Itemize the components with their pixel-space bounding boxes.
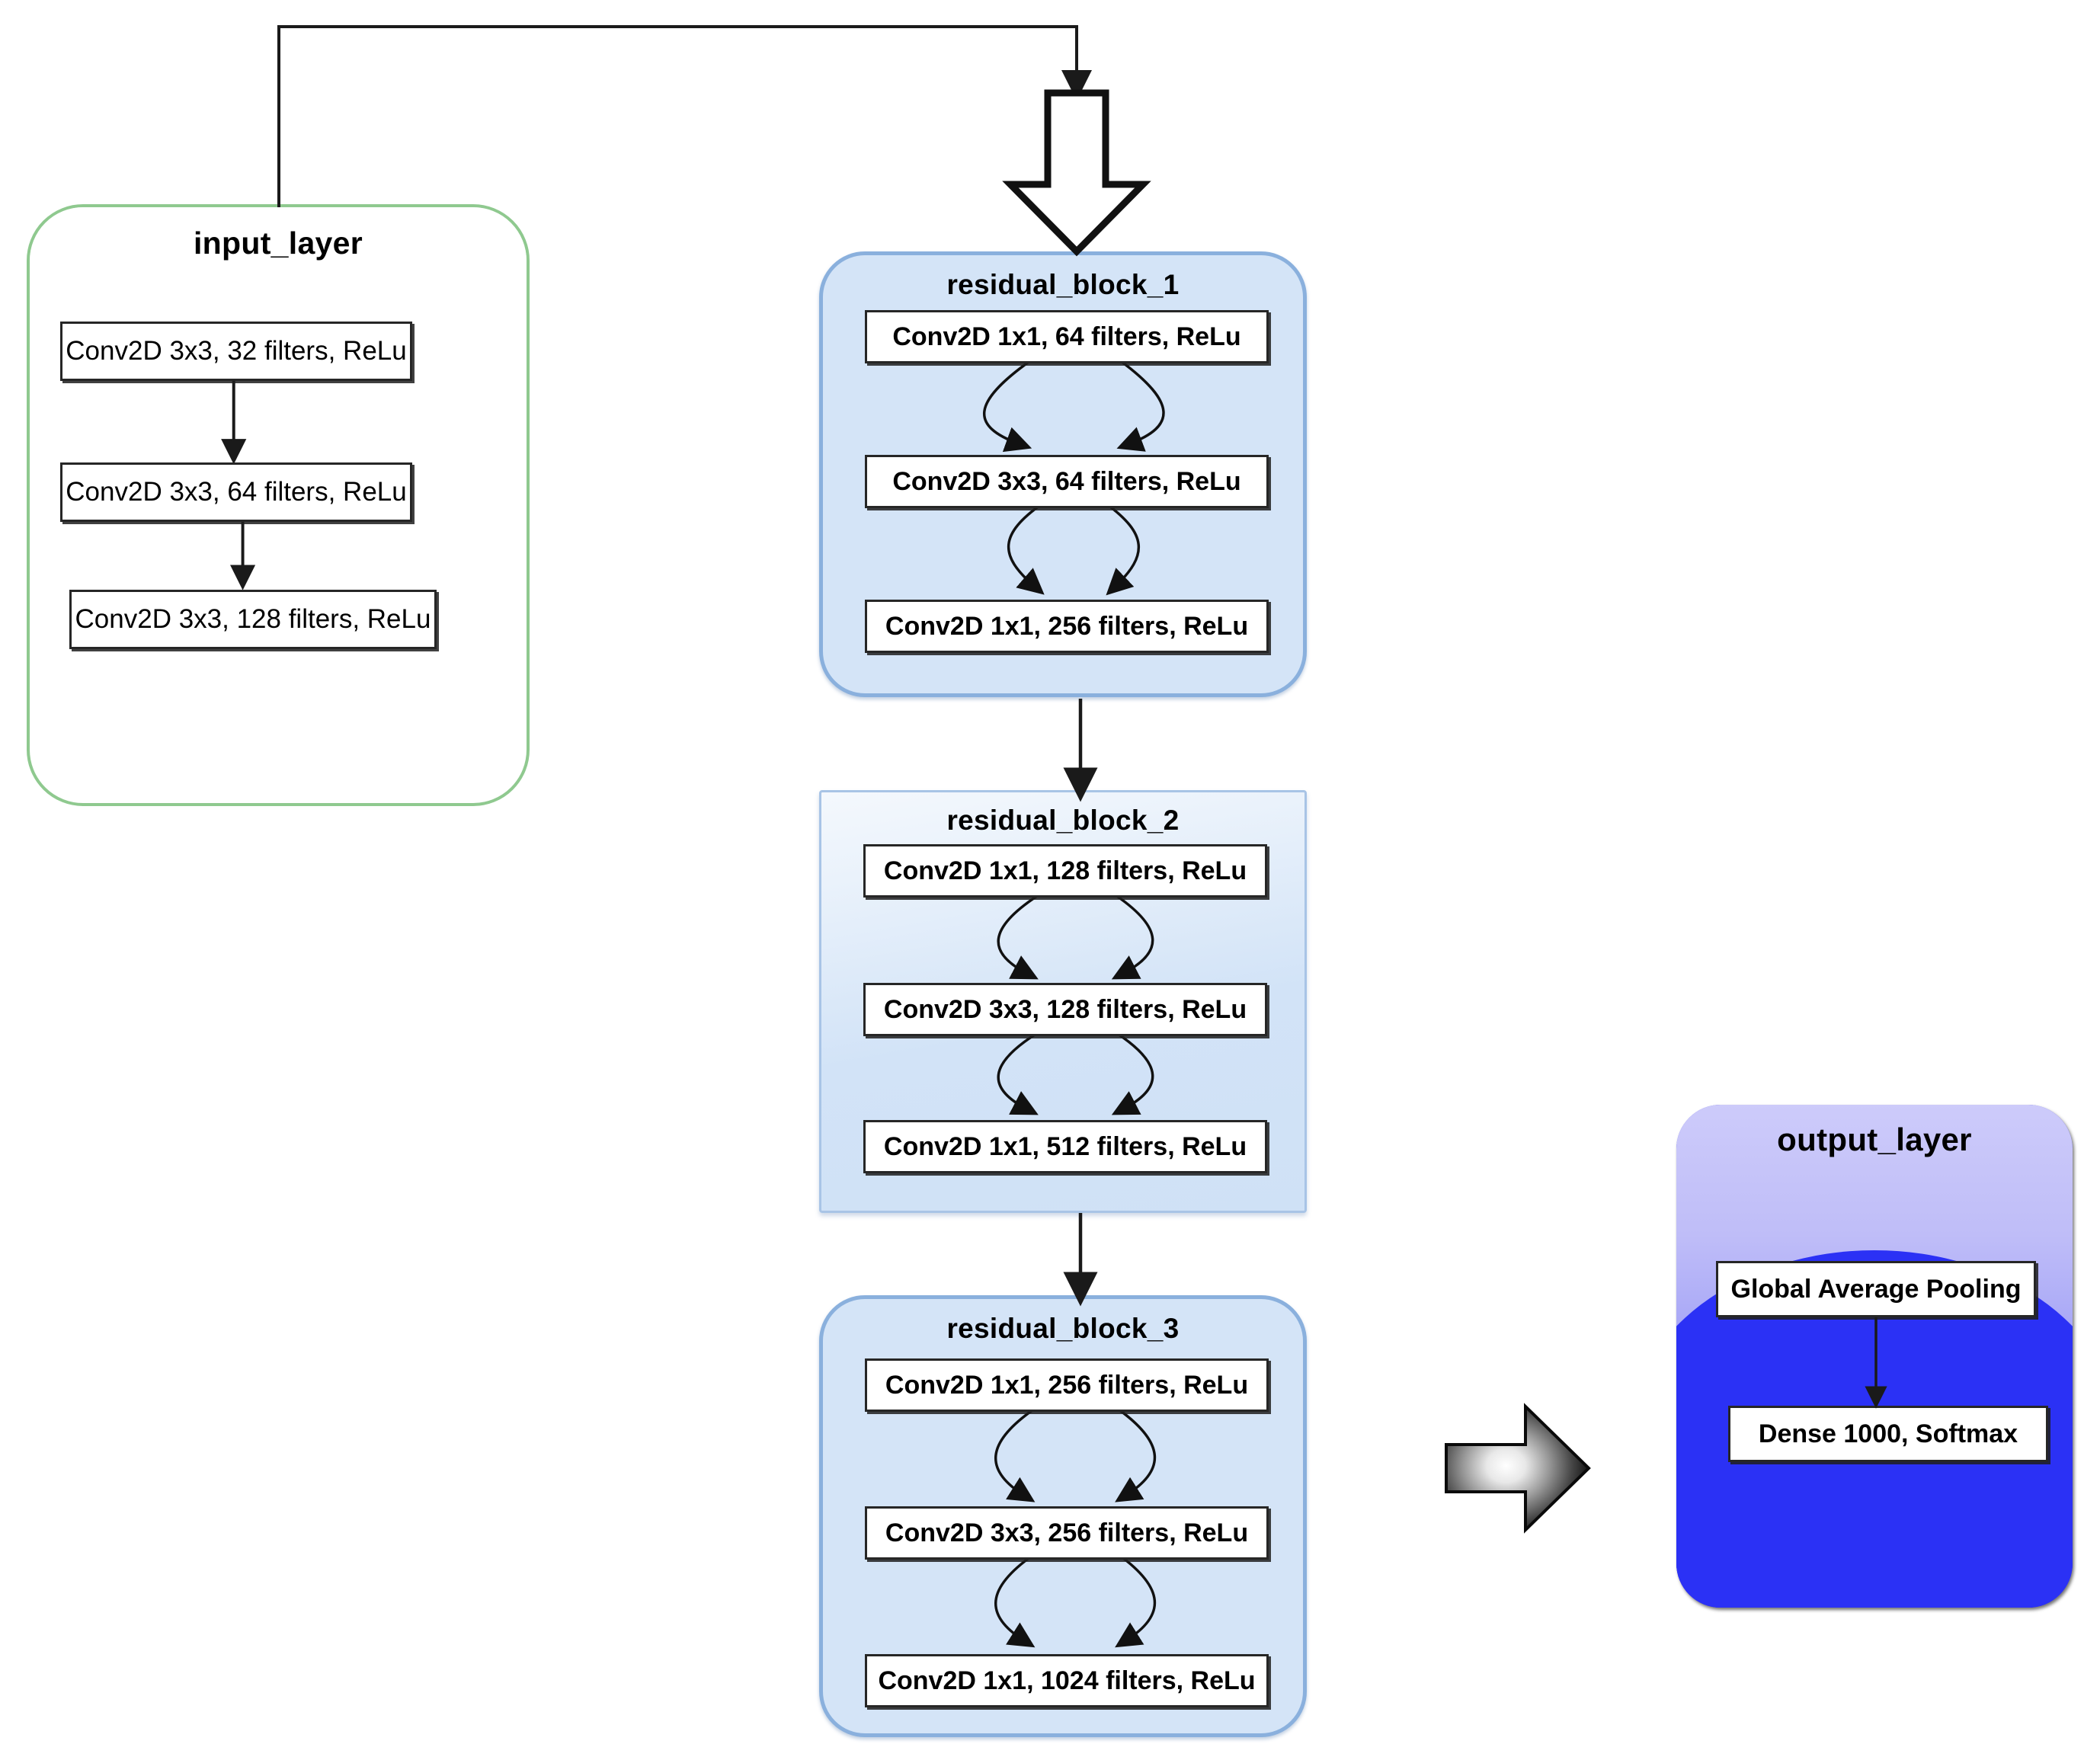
node-conv-box[interactable]: Conv2D 1x1, 256 filters, ReLu — [865, 600, 1269, 653]
node-conv-box[interactable]: Conv2D 3x3, 256 filters, ReLu — [865, 1506, 1269, 1560]
residual-block-2-title: residual_block_2 — [946, 805, 1180, 836]
residual-block-3-title: residual_block_3 — [946, 1313, 1180, 1344]
node-conv-box[interactable]: Conv2D 3x3, 128 filters, ReLu — [69, 590, 437, 649]
node-conv-box[interactable]: Conv2D 1x1, 64 filters, ReLu — [865, 310, 1269, 363]
node-conv-box[interactable]: Conv2D 1x1, 1024 filters, ReLu — [865, 1654, 1269, 1707]
group-residual-block-1[interactable]: residual_block_1 Conv2D 1x1, 64 filters,… — [819, 251, 1307, 697]
big-down-arrow-icon — [1002, 89, 1151, 257]
group-output-layer[interactable]: output_layer Global Average Pooling Dens… — [1676, 1105, 2073, 1608]
output-layer-title: output_layer — [1777, 1122, 1972, 1157]
node-conv-box[interactable]: Conv2D 3x3, 128 filters, ReLu — [863, 983, 1267, 1036]
node-conv-box[interactable]: Conv2D 1x1, 512 filters, ReLu — [863, 1120, 1267, 1173]
residual-block-1-title: residual_block_1 — [946, 269, 1180, 300]
group-residual-block-2[interactable]: residual_block_2 Conv2D 1x1, 128 filters… — [819, 790, 1307, 1213]
input-layer-title: input_layer — [193, 226, 363, 261]
node-pooling-box[interactable]: Global Average Pooling — [1716, 1261, 2036, 1317]
node-conv-box[interactable]: Conv2D 3x3, 32 filters, ReLu — [60, 322, 412, 381]
group-input-layer[interactable]: input_layer Conv2D 3x3, 32 filters, ReLu… — [27, 204, 530, 806]
node-conv-box[interactable]: Conv2D 1x1, 128 filters, ReLu — [863, 844, 1267, 898]
node-conv-box[interactable]: Conv2D 3x3, 64 filters, ReLu — [60, 462, 412, 522]
big-right-arrow-icon — [1445, 1403, 1591, 1534]
node-conv-box[interactable]: Conv2D 1x1, 256 filters, ReLu — [865, 1358, 1269, 1412]
node-conv-box[interactable]: Conv2D 3x3, 64 filters, ReLu — [865, 455, 1269, 508]
group-residual-block-3[interactable]: residual_block_3 Conv2D 1x1, 256 filters… — [819, 1295, 1307, 1737]
wire-input-to-block1 — [277, 25, 1092, 207]
node-dense-box[interactable]: Dense 1000, Softmax — [1728, 1406, 2048, 1462]
